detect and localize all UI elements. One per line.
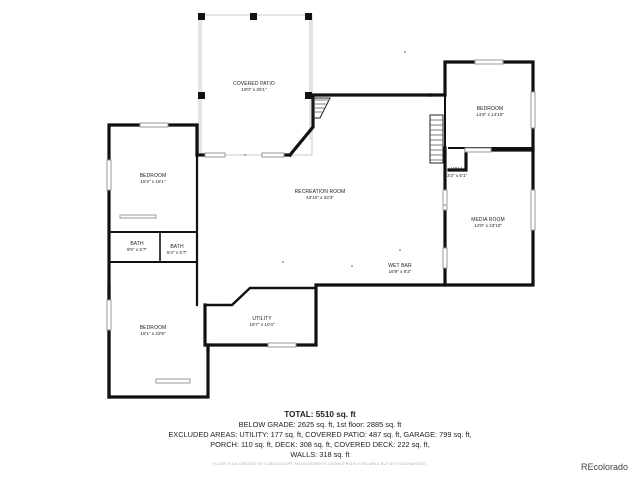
bath-left-dims: 8'6" x 5'7" xyxy=(127,247,147,252)
wet-bar-label: WET BAR xyxy=(388,263,412,269)
bath-right-dims: 5'4" x 5'7" xyxy=(167,250,187,255)
utility-dims: 19'7" x 10'4" xyxy=(249,322,275,327)
watermark-logo: REcolorado xyxy=(580,462,628,472)
bedroom-left-label: BEDROOM xyxy=(140,173,167,179)
bedroom-top-right-label: BEDROOM xyxy=(477,106,504,112)
porch-deck-areas: PORCH: 110 sq. ft, DECK: 308 sq. ft, COV… xyxy=(210,440,430,449)
media-room-dims: 14'9" x 23'10" xyxy=(474,223,502,228)
media-room-label: MEDIA ROOM xyxy=(471,217,505,223)
hall-dims: 3'2" x 6'1" xyxy=(447,173,467,178)
bedroom-bottom-left-dims: 16'1" x 23'9" xyxy=(140,331,166,336)
area-summary: TOTAL: 5510 sq. ft BELOW GRADE: 2625 sq.… xyxy=(0,410,640,460)
covered-patio-outline xyxy=(198,13,313,156)
windows xyxy=(106,59,536,384)
recreation-room-dims: 43'10" x 33'3" xyxy=(306,195,334,200)
bath-right-label: BATH xyxy=(170,244,184,250)
recreation-room-label: RECREATION ROOM xyxy=(295,189,346,195)
bedroom-top-right-dims: 14'8" x 14'10" xyxy=(476,112,504,117)
walls-area: WALLS: 318 sq. ft xyxy=(290,450,350,459)
covered-patio-label: COVERED PATIO xyxy=(233,81,275,87)
bedroom-bottom-left-label: BEDROOM xyxy=(140,325,167,331)
fixture-dots xyxy=(244,51,446,267)
utility-label: UTILITY xyxy=(252,316,272,322)
stairs xyxy=(312,97,444,164)
disclaimer-text: FLOOR PLAN CREATED BY CUBICASA APP. MEAS… xyxy=(213,462,427,466)
bedroom-left-dims: 15'2" x 18'1" xyxy=(140,179,166,184)
wet-bar-dims: 16'9" x 6'3" xyxy=(389,269,412,274)
covered-patio-dims: 19'0" x 25'1" xyxy=(241,87,267,92)
total-area: TOTAL: 5510 sq. ft xyxy=(284,410,356,419)
room-labels: COVERED PATIO 19'0" x 25'1" BEDROOM 14'8… xyxy=(127,81,505,336)
below-grade-area: BELOW GRADE: 2625 sq. ft, 1st floor: 288… xyxy=(238,420,402,429)
hall-label: HALL xyxy=(451,167,464,173)
bath-left-label: BATH xyxy=(130,241,144,247)
excluded-areas: EXCLUDED AREAS: UTILITY: 177 sq. ft, COV… xyxy=(168,430,472,439)
